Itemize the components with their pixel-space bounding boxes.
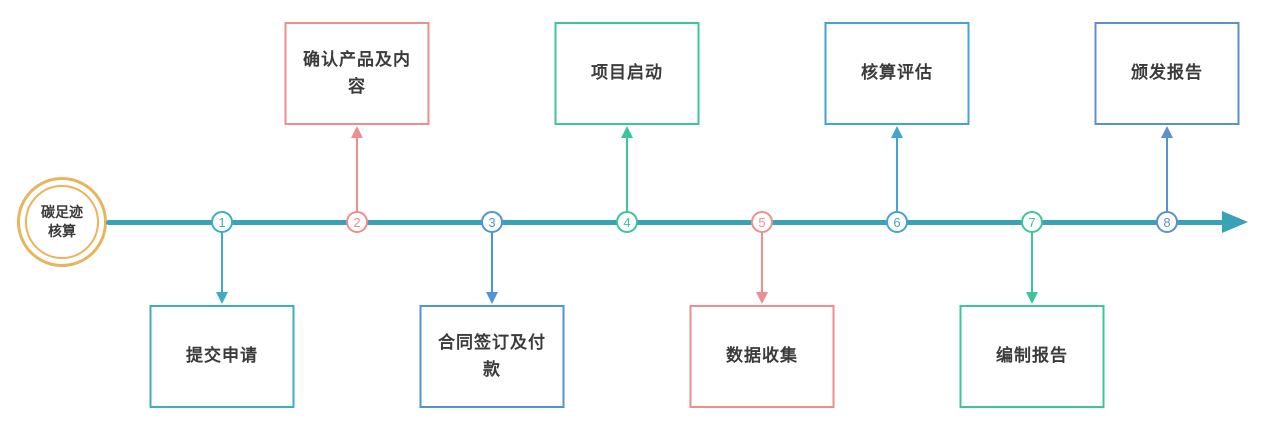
- step-label: 核算评估: [861, 63, 933, 83]
- step-node: 1: [211, 211, 233, 233]
- arrow-down-icon: [1026, 292, 1038, 304]
- step-node: 7: [1021, 211, 1043, 233]
- step-connector: [761, 232, 763, 293]
- arrow-down-icon: [486, 292, 498, 304]
- step-box: 合同签订及付款: [419, 305, 565, 408]
- step-connector: [491, 232, 493, 293]
- step-node: 8: [1156, 211, 1178, 233]
- step-number: 3: [488, 214, 496, 230]
- hub-label: 碳足迹核算: [41, 204, 83, 239]
- step-box: 核算评估: [824, 22, 970, 125]
- step-label: 提交申请: [186, 346, 258, 366]
- hub-circle: 碳足迹核算: [17, 177, 107, 267]
- timeline-arrowhead-icon: [1222, 211, 1248, 233]
- step-number: 1: [218, 214, 226, 230]
- step-box: 数据收集: [689, 305, 835, 408]
- arrow-up-icon: [351, 126, 363, 138]
- step-box: 提交申请: [149, 305, 295, 408]
- step-node: 4: [616, 211, 638, 233]
- hub-inner-ring: 碳足迹核算: [25, 185, 99, 259]
- step-box: 确认产品及内容: [284, 22, 430, 125]
- step-label: 数据收集: [726, 346, 798, 366]
- step-box: 编制报告: [959, 305, 1105, 408]
- step-connector: [356, 136, 358, 212]
- step-number: 8: [1163, 214, 1171, 230]
- step-label: 编制报告: [996, 346, 1068, 366]
- step-connector: [1031, 232, 1033, 293]
- step-number: 7: [1028, 214, 1036, 230]
- step-label: 确认产品及内容: [303, 50, 411, 96]
- step-number: 5: [758, 214, 766, 230]
- arrow-down-icon: [216, 292, 228, 304]
- step-number: 4: [623, 214, 631, 230]
- step-label: 项目启动: [591, 63, 663, 83]
- step-connector: [896, 136, 898, 212]
- arrow-up-icon: [1161, 126, 1173, 138]
- arrow-up-icon: [891, 126, 903, 138]
- step-node: 3: [481, 211, 503, 233]
- arrow-down-icon: [756, 292, 768, 304]
- step-number: 2: [353, 214, 361, 230]
- step-node: 5: [751, 211, 773, 233]
- timeline-axis: [106, 220, 1226, 225]
- step-connector: [221, 232, 223, 293]
- step-box: 项目启动: [554, 22, 700, 125]
- step-label: 颁发报告: [1131, 63, 1203, 83]
- step-node: 6: [886, 211, 908, 233]
- step-connector: [1166, 136, 1168, 212]
- step-node: 2: [346, 211, 368, 233]
- step-label: 合同签订及付款: [438, 333, 546, 379]
- step-box: 颁发报告: [1094, 22, 1240, 125]
- step-number: 6: [893, 214, 901, 230]
- step-connector: [626, 136, 628, 212]
- arrow-up-icon: [621, 126, 633, 138]
